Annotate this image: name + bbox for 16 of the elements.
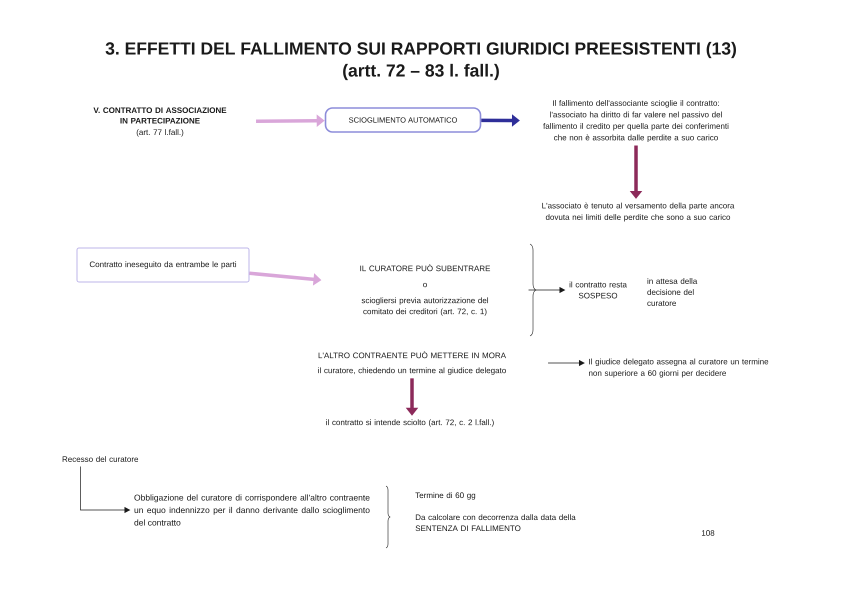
note-text: 108 xyxy=(702,530,714,536)
note-text: Il giudice delegato assegna al curatore un termine non superiore a 60 giorni per decidere xyxy=(589,358,768,378)
note-text: in attesa della decisione del curatore xyxy=(647,278,698,306)
note-text: Obbligazione del curatore di corrispondere all'altro contraente un equo indennizzo per il danno derivante dallo scioglimento del contratto xyxy=(134,494,370,526)
note-text: L'associato è tenuto al versamento della parte ancora dovuta nei limiti delle perdite che sono a suo carico xyxy=(542,202,734,222)
note-text: L'ALTRO CONTRAENTE PUÒ METTERE IN MORA il curatore, chiedendo un termine al giudice delegato xyxy=(318,351,506,375)
note-text: IL CURATORE PUÒ SUBENTRARE o sciogliersi previa autorizzazione del comitato dei creditori (art. 72, c. 1) xyxy=(360,264,490,316)
title: 3. EFFETTI DEL FALLIMENTO SUI RAPPORTI GIURIDICI PREESISTENTI (13) (artt. 72 – 83 l. fall.) xyxy=(106,42,736,80)
note-text: il contratto resta SOSPESO xyxy=(570,282,627,298)
note-text: il contratto si intende sciolto (art. 72, c. 2 l.fall.) xyxy=(326,419,494,427)
note-text: Da calcolare con decorrenza dalla data della SENTENZA DI FALLIMENTO xyxy=(416,514,576,532)
text-box: Contratto ineseguito da entrambe le parti xyxy=(76,248,250,282)
note-text: Il fallimento dell'associante scioglie il contratto: l'associato ha diritto di far valere nel passivo del fallimento il credito per quella parte dei conferimenti che non è assorbita dalle perdite a suo carico xyxy=(543,100,728,142)
note-text: Termine di 60 gg xyxy=(415,492,476,500)
section-heading: V. CONTRATTO DI ASSOCIAZIONE IN PARTECIPAZIONE (art. 77 l.fall.) xyxy=(93,107,226,137)
note-text: Recesso del curatore xyxy=(62,456,138,462)
